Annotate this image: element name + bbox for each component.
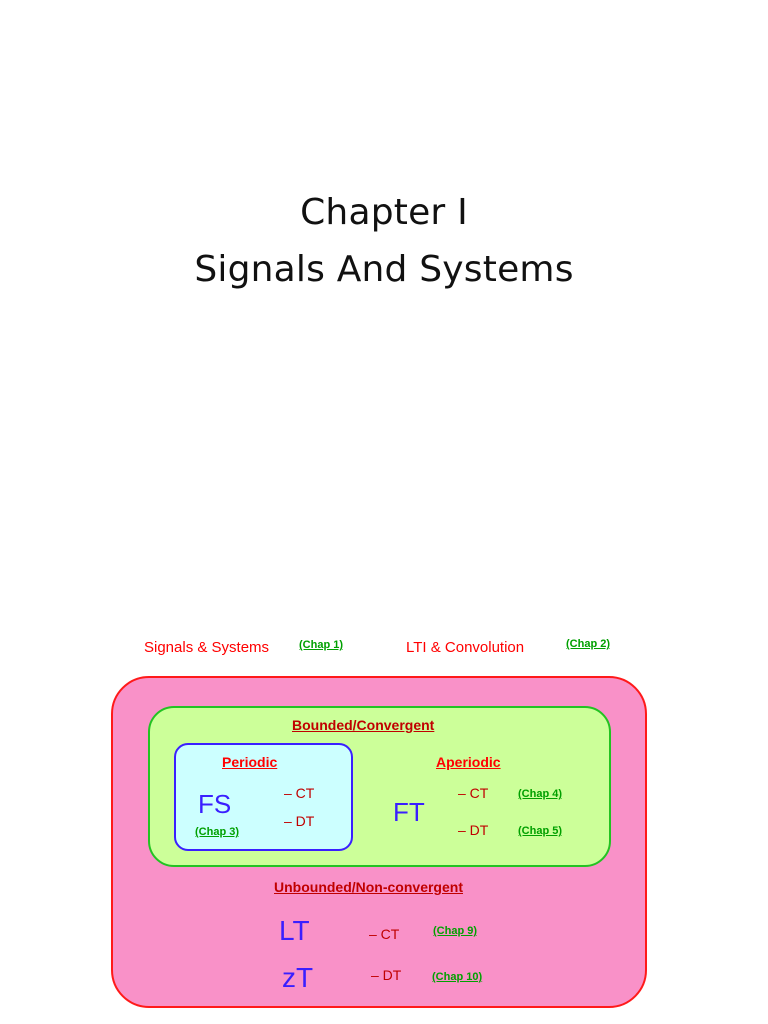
signals-systems-label: Signals & Systems xyxy=(144,639,270,656)
fs-chap: (Chap 3) xyxy=(195,826,239,838)
zt-chap: (Chap 10) xyxy=(432,971,483,983)
ft-ct-label: – CT xyxy=(458,785,489,801)
zt-dt-label: – DT xyxy=(371,967,402,983)
lti-convolution-chap: (Chap 2) xyxy=(566,638,610,650)
ft-label: FT xyxy=(393,797,425,827)
title-line-subject: Signals And Systems xyxy=(194,249,574,290)
ft-ct-chap: (Chap 4) xyxy=(518,788,562,800)
unbounded-label: Unbounded/Non-convergent xyxy=(274,879,463,895)
signals-systems-chap: (Chap 1) xyxy=(299,639,343,651)
fs-ct-label: – CT xyxy=(284,785,315,801)
aperiodic-label: Aperiodic xyxy=(436,754,501,770)
periodic-label: Periodic xyxy=(222,754,278,770)
lt-chap: (Chap 9) xyxy=(433,925,477,937)
lti-convolution-label: LTI & Convolution xyxy=(406,639,525,656)
bounded-label: Bounded/Convergent xyxy=(292,717,435,733)
fs-label: FS xyxy=(198,789,232,819)
zt-label: zT xyxy=(282,962,314,993)
title-line-chapter: Chapter I xyxy=(300,192,468,233)
fs-dt-label: – DT xyxy=(284,813,315,829)
lt-ct-label: – CT xyxy=(369,926,400,942)
ft-dt-chap: (Chap 5) xyxy=(518,825,562,837)
ft-dt-label: – DT xyxy=(458,822,489,838)
lt-label: LT xyxy=(279,915,310,946)
periodic-region xyxy=(174,743,353,851)
